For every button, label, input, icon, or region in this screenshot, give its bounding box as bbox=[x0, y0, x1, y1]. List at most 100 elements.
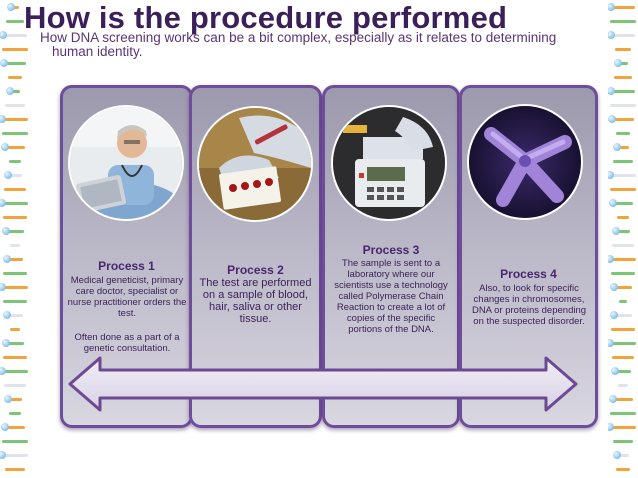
dna-rung bbox=[610, 90, 636, 93]
dna-rung bbox=[9, 90, 21, 93]
process-3-title: Process 3 bbox=[362, 243, 420, 257]
dna-rung bbox=[4, 188, 26, 191]
dna-rung bbox=[618, 62, 628, 65]
process-1-title: Process 1 bbox=[98, 259, 155, 273]
dna-rung bbox=[5, 230, 25, 233]
process-4-text: Also, to look for specific changes in ch… bbox=[471, 283, 587, 327]
dna-rung bbox=[3, 272, 27, 275]
dna-bead bbox=[614, 59, 623, 67]
dna-bead bbox=[1, 227, 10, 235]
dna-bead bbox=[2, 255, 11, 263]
dna-rung bbox=[610, 272, 636, 275]
dna-bead bbox=[608, 87, 615, 95]
dna-rung bbox=[612, 440, 634, 443]
dna-bead bbox=[0, 423, 9, 431]
dna-rung bbox=[614, 48, 632, 51]
dna-rung bbox=[610, 342, 636, 345]
dna-rung bbox=[10, 244, 20, 247]
dna-rung bbox=[611, 34, 635, 37]
subtitle-line-2: human identity. bbox=[52, 44, 143, 59]
dna-bead bbox=[608, 31, 616, 39]
dna-rung bbox=[2, 202, 28, 205]
doctor-with-laptop-photo bbox=[70, 107, 182, 219]
dna-rung bbox=[7, 76, 23, 79]
dna-rung bbox=[2, 132, 28, 135]
dna-rung bbox=[610, 258, 636, 261]
dna-rung bbox=[611, 244, 635, 247]
dna-rung bbox=[4, 146, 26, 149]
dna-rung bbox=[610, 174, 636, 177]
pcr-machine-photo bbox=[333, 107, 445, 219]
dna-rung bbox=[615, 230, 631, 233]
dna-rung bbox=[8, 398, 22, 401]
dna-rung bbox=[613, 202, 633, 205]
dna-bead bbox=[612, 451, 621, 459]
dna-rung bbox=[617, 216, 629, 219]
dna-rung bbox=[610, 412, 636, 415]
process-4-title: Process 4 bbox=[500, 267, 557, 281]
dna-rung bbox=[2, 48, 28, 51]
dna-bead bbox=[0, 59, 8, 67]
dna-rung bbox=[2, 356, 28, 359]
dna-bead bbox=[609, 199, 618, 207]
dna-rung bbox=[3, 62, 27, 65]
dna-bead bbox=[611, 227, 620, 235]
blood-sample-card-photo bbox=[199, 108, 311, 220]
process-2-title: Process 2 bbox=[227, 263, 284, 277]
process-1-text: Medical geneticist, primary care doctor,… bbox=[67, 275, 187, 319]
dna-rung bbox=[8, 174, 22, 177]
dna-bead bbox=[608, 171, 615, 179]
dna-rung bbox=[616, 454, 630, 457]
dna-rung bbox=[6, 258, 24, 261]
dna-rung bbox=[4, 426, 26, 429]
process-flow-arrow bbox=[68, 356, 578, 412]
dna-bead bbox=[2, 311, 11, 319]
dna-bead bbox=[609, 395, 618, 403]
dna-bead bbox=[0, 367, 7, 375]
dna-rung bbox=[616, 468, 630, 471]
dna-rung bbox=[616, 132, 630, 135]
dna-rung bbox=[5, 342, 25, 345]
chromosome-photo bbox=[469, 106, 581, 218]
dna-rung bbox=[610, 104, 636, 107]
dna-rung bbox=[614, 286, 632, 289]
process-1-note: Often done as a part of a genetic consul… bbox=[74, 332, 180, 354]
dna-rung bbox=[614, 314, 632, 317]
dna-bead bbox=[608, 339, 615, 347]
process-2-text: The test are performed on a sample of bl… bbox=[199, 277, 312, 325]
dna-rung bbox=[615, 370, 631, 373]
dna-rung bbox=[611, 328, 635, 331]
dna-bead bbox=[608, 255, 615, 263]
dna-rung bbox=[11, 6, 19, 9]
dna-bead bbox=[0, 283, 7, 291]
dna-rung bbox=[3, 300, 27, 303]
dna-rung bbox=[6, 20, 24, 23]
dna-bead bbox=[0, 143, 9, 151]
dna-rung bbox=[611, 356, 635, 359]
dna-rung bbox=[10, 328, 20, 331]
dna-rung bbox=[5, 104, 25, 107]
dna-bead bbox=[608, 423, 615, 431]
slide-subtitle: How DNA screening works can be a bit com… bbox=[40, 31, 610, 59]
slide-title: How is the procedure performed bbox=[24, 0, 508, 35]
dna-rung bbox=[2, 118, 28, 121]
subtitle-line-1: How DNA screening works can be a bit com… bbox=[40, 30, 557, 45]
dna-bead bbox=[4, 395, 13, 403]
dna-rung bbox=[617, 146, 629, 149]
dna-bead bbox=[613, 143, 622, 151]
dna-border-left bbox=[0, 0, 30, 478]
dna-rung bbox=[2, 440, 28, 443]
dna-rung bbox=[612, 160, 634, 163]
dna-rung bbox=[610, 426, 636, 429]
dna-rung bbox=[611, 6, 635, 9]
dna-rung bbox=[8, 412, 22, 415]
dna-bead bbox=[608, 3, 616, 11]
dna-bead bbox=[610, 311, 619, 319]
dna-rung bbox=[2, 286, 28, 289]
dna-bead bbox=[611, 367, 620, 375]
dna-bead bbox=[7, 3, 15, 11]
dna-bead bbox=[608, 115, 617, 123]
dna-bead bbox=[0, 199, 7, 207]
dna-bead bbox=[1, 339, 10, 347]
dna-rung bbox=[4, 384, 26, 387]
